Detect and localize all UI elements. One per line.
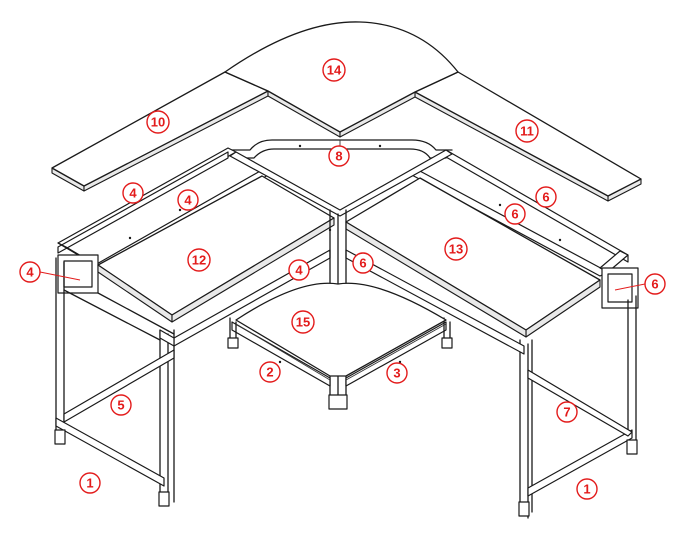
callout-6-top: 6	[535, 186, 557, 208]
svg-text:5: 5	[117, 398, 124, 413]
svg-text:11: 11	[520, 124, 534, 139]
svg-text:12: 12	[192, 253, 206, 268]
lower-shelf-15	[235, 282, 447, 381]
svg-text:14: 14	[327, 63, 342, 78]
callout-6-center: 6	[352, 252, 374, 274]
svg-text:4: 4	[295, 263, 303, 278]
callout-1-right: 1	[576, 478, 598, 500]
desktop-panel-14	[224, 21, 459, 138]
callout-4-top: 4	[122, 182, 144, 204]
callout-10: 10	[146, 110, 170, 134]
callout-4-inner: 4	[177, 189, 199, 211]
desktop-panels	[51, 21, 642, 202]
callout-labels: 1 1 2 3 4 4 4 4	[19, 58, 666, 500]
callout-8: 8	[328, 145, 350, 167]
callout-15: 15	[291, 310, 315, 334]
svg-text:4: 4	[184, 193, 192, 208]
svg-text:6: 6	[542, 190, 549, 205]
callout-3: 3	[386, 362, 408, 384]
svg-text:13: 13	[449, 242, 463, 257]
callout-11: 11	[515, 119, 539, 143]
right-wing-frame	[345, 149, 639, 519]
svg-text:8: 8	[335, 149, 342, 164]
svg-text:4: 4	[26, 265, 34, 280]
desk-shelf-13	[345, 177, 601, 338]
callout-6-side: 6	[614, 273, 666, 295]
svg-text:1: 1	[583, 482, 590, 497]
svg-text:3: 3	[393, 366, 400, 381]
screw-holes	[128, 203, 562, 364]
desk-shelf-12	[97, 175, 335, 323]
callout-13: 13	[444, 237, 468, 261]
callout-6-inner: 6	[504, 203, 526, 225]
callout-7: 7	[556, 401, 578, 423]
svg-text:15: 15	[296, 315, 310, 330]
svg-text:7: 7	[563, 405, 570, 420]
svg-text:1: 1	[86, 476, 93, 491]
callout-1-left: 1	[79, 472, 101, 494]
svg-text:6: 6	[359, 256, 366, 271]
callout-4-side: 4	[19, 261, 81, 283]
callout-2: 2	[259, 361, 281, 383]
callout-5: 5	[110, 394, 132, 416]
svg-text:2: 2	[266, 365, 273, 380]
callout-4-center: 4	[288, 259, 310, 281]
svg-text:6: 6	[651, 277, 658, 292]
svg-text:10: 10	[151, 115, 165, 130]
callout-14: 14	[322, 58, 346, 82]
callout-12: 12	[187, 248, 211, 272]
svg-text:6: 6	[511, 207, 518, 222]
svg-text:4: 4	[129, 186, 137, 201]
